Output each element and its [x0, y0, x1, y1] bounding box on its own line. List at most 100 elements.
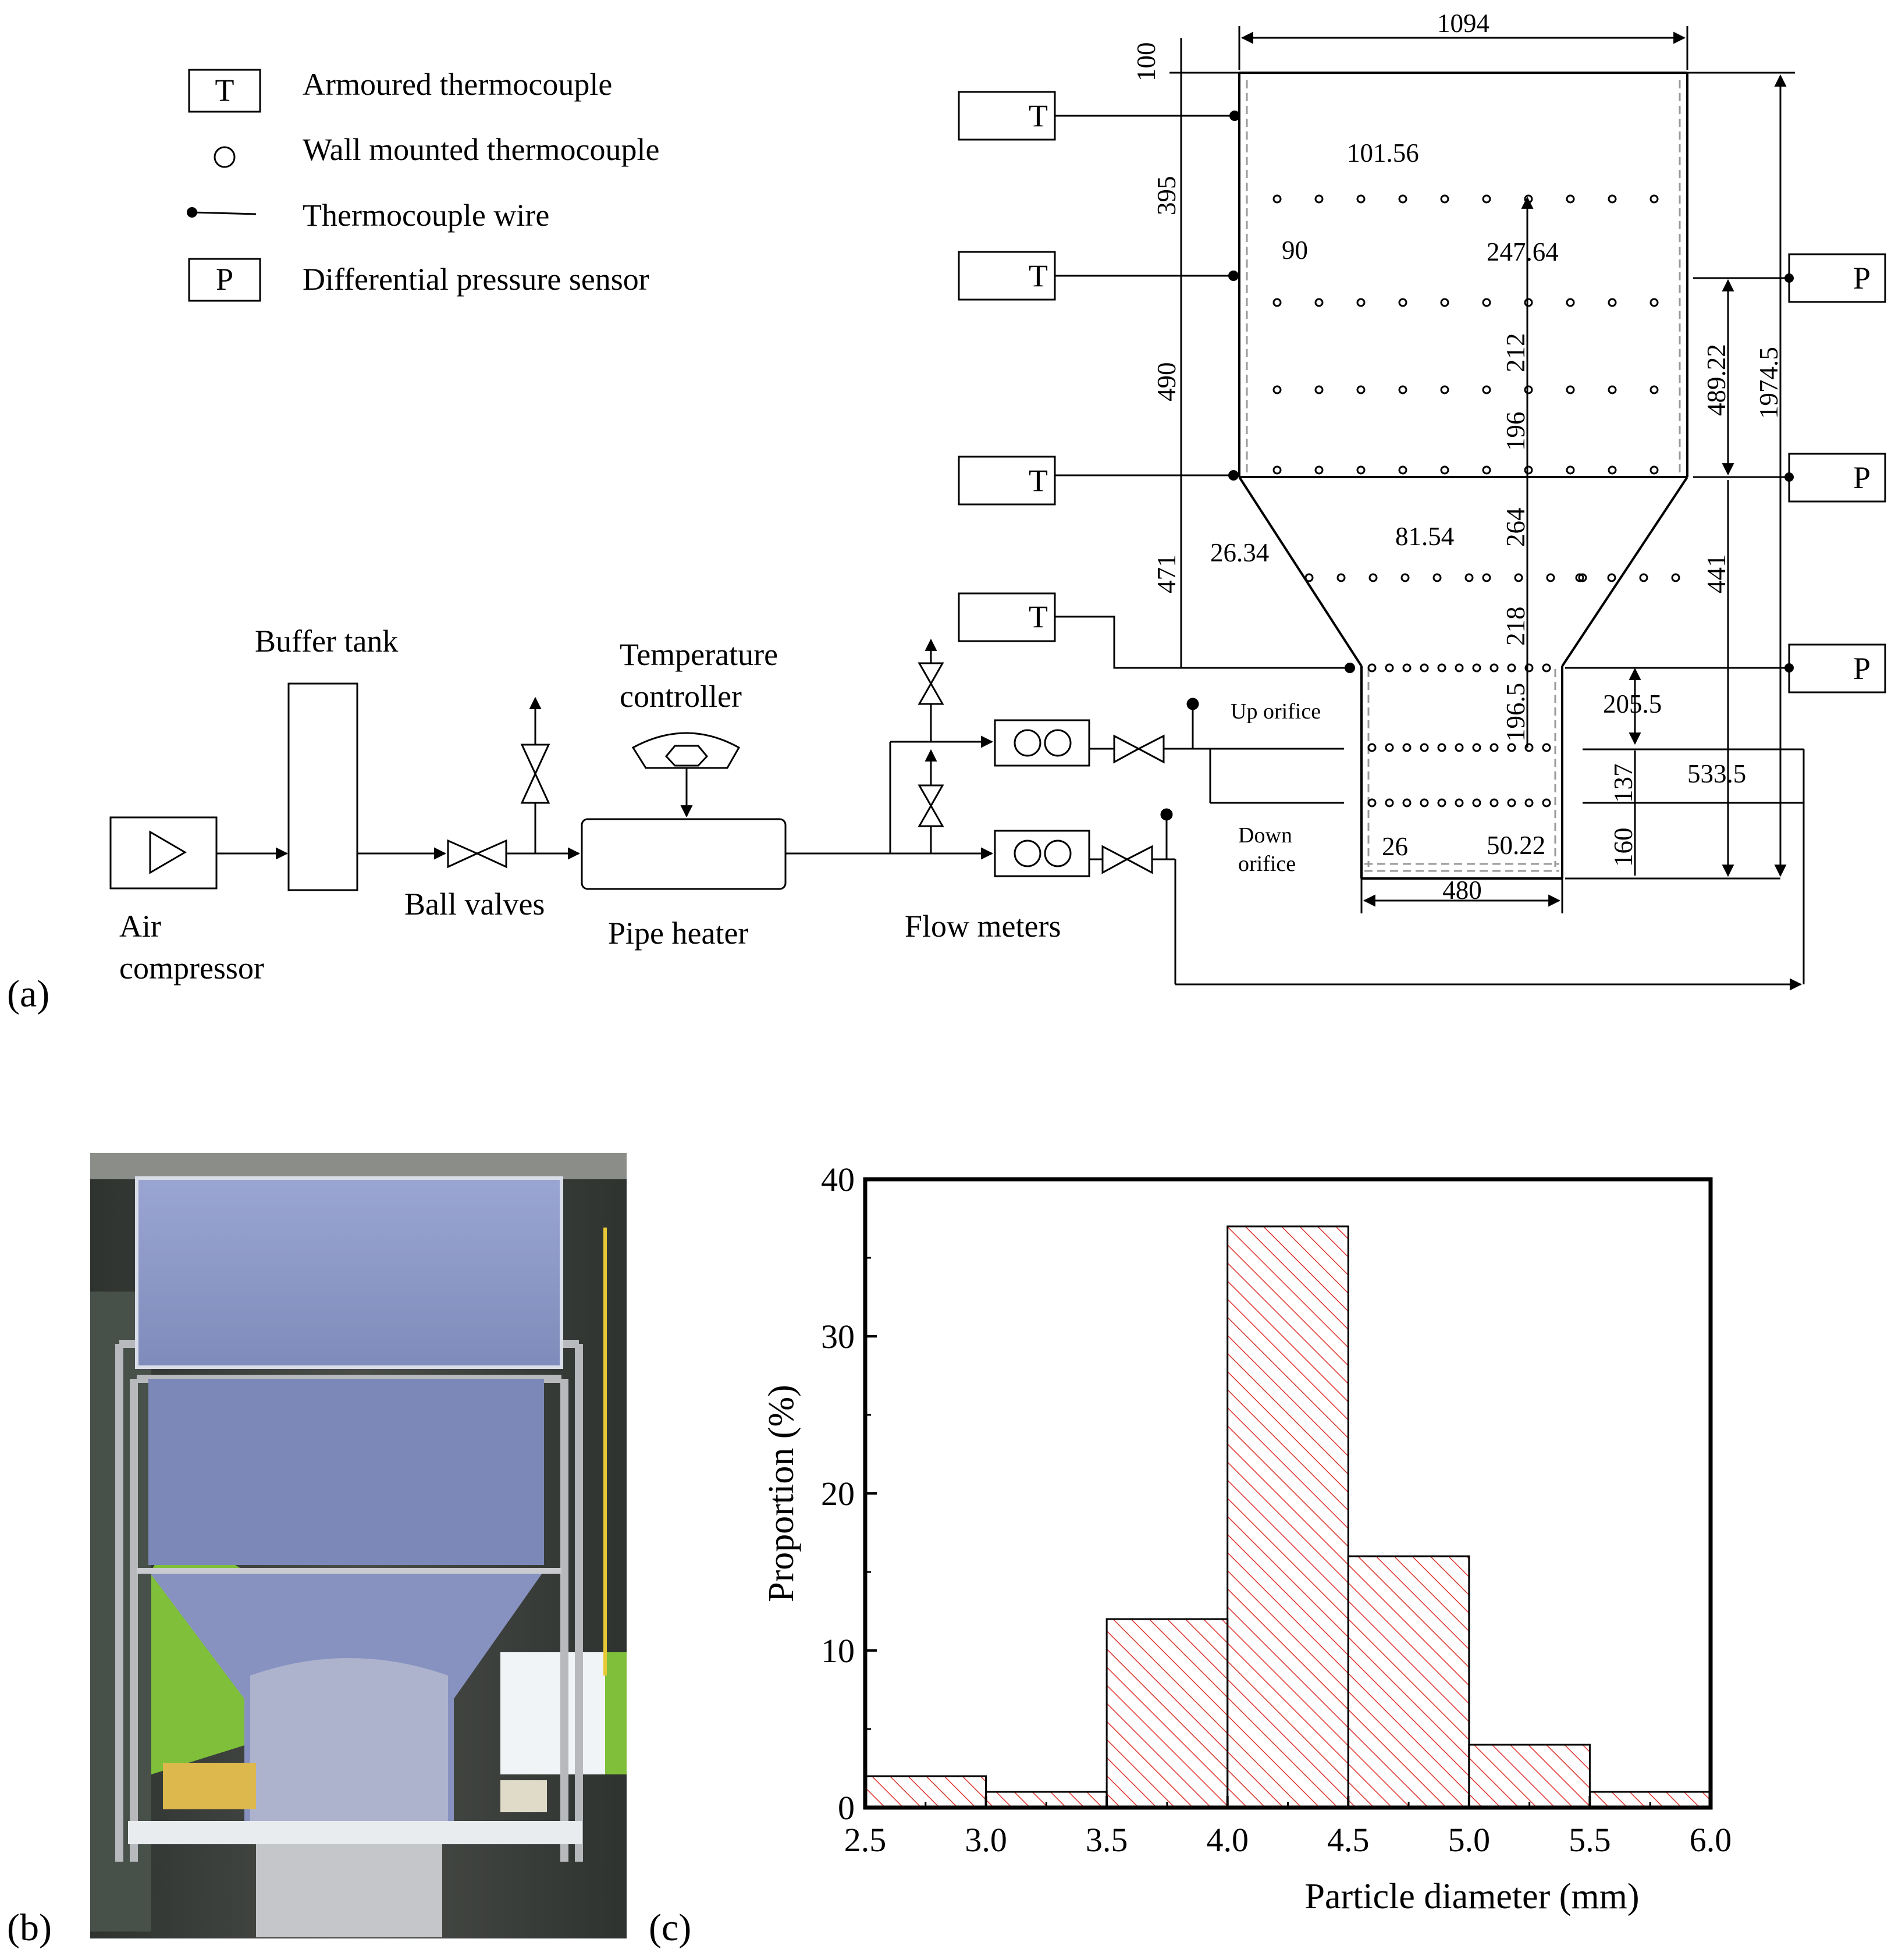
dim-218: 218: [1501, 607, 1530, 646]
dim-395: 395: [1152, 176, 1181, 216]
buffer-tank: Buffer tank: [255, 624, 398, 891]
temperature-controller-label-1: Temperature: [620, 637, 778, 672]
dim-1094: 1094: [1437, 9, 1489, 38]
wall-thermocouple-circle: [1472, 663, 1481, 673]
legend-T-symbol: T: [215, 73, 234, 108]
wall-thermocouple-circle: [1578, 573, 1587, 582]
histogram-bars: [864, 1225, 1712, 1809]
legend-label-armoured-thermocouple: Armoured thermocouple: [303, 67, 612, 102]
y-tick-label: 30: [821, 1318, 855, 1356]
dim-1974-5: 1974.5: [1754, 347, 1783, 419]
wall-thermocouple-circle: [1398, 465, 1407, 475]
wall-thermocouple-circle: [1437, 743, 1446, 752]
x-tick-label: 4.0: [1206, 1821, 1249, 1859]
wall-thermocouple-circle: [1524, 385, 1533, 394]
legend-armoured-thermocouple-icon: [188, 69, 261, 113]
temperature-controller: Temperature controller: [620, 637, 778, 818]
dim-471: 471: [1152, 554, 1181, 594]
dim-50-22: 50.22: [1487, 831, 1545, 860]
wall-thermocouple-circle: [1464, 573, 1474, 582]
dim-26: 26: [1382, 832, 1408, 861]
sensor-T-2: T: [958, 251, 1239, 301]
wall-thermocouple-circle: [1402, 743, 1412, 752]
wall-thermocouple-circle: [1400, 573, 1410, 582]
legend-label-wall-mounted-thermocouple: Wall mounted thermocouple: [303, 132, 660, 167]
wall-thermocouple-circle: [1524, 663, 1534, 673]
histogram-bar-3: [1226, 1225, 1349, 1809]
flow-meters-label: Flow meters: [905, 909, 1061, 944]
bed-inner-dashed: [1246, 80, 1681, 872]
wall-thermocouple-circle: [1440, 298, 1449, 307]
legend-wall-thermocouple-icon: [214, 146, 236, 168]
wall-thermocouple-circle: [1356, 298, 1366, 307]
wall-thermocouple-circle: [1472, 743, 1481, 752]
compressor-label-1: Air: [119, 909, 161, 944]
wall-thermocouple-circle: [1455, 663, 1464, 673]
ball-valve-vent: [520, 696, 550, 853]
wall-thermocouple-circle: [1482, 573, 1491, 582]
wall-thermocouple-circle: [1566, 385, 1575, 394]
wall-thermocouple-circle: [1314, 298, 1324, 307]
wall-thermocouple-circle: [1524, 194, 1533, 204]
wall-thermocouple-circle: [1639, 573, 1648, 582]
dim-480: 480: [1442, 876, 1482, 905]
panel-a-schematic: T Armoured thermocouple Wall mounted the…: [7, 9, 1886, 1015]
wall-thermocouple-circle: [1398, 194, 1407, 204]
wall-thermocouple-circle: [1482, 298, 1491, 307]
histogram-bar-2: [1105, 1618, 1229, 1809]
wall-thermocouple-circle: [1437, 663, 1446, 673]
dim-247-64: 247.64: [1487, 237, 1559, 266]
dim-160: 160: [1609, 828, 1638, 867]
wall-thermocouple-circle: [1649, 194, 1659, 204]
pipe-heater-label: Pipe heater: [608, 916, 748, 951]
wall-thermocouple-circle: [1566, 298, 1575, 307]
down-orifice-label-2: orifice: [1238, 852, 1296, 876]
wall-thermocouple-circle: [1608, 298, 1617, 307]
fluidized-bed-outline: [1238, 72, 1688, 880]
buffer-tank-label: Buffer tank: [255, 624, 398, 659]
wall-thermocouple-circle: [1367, 663, 1377, 673]
ball-valves-label: Ball valves: [404, 887, 545, 922]
wall-thermocouple-circle: [1566, 194, 1575, 204]
wall-thermocouple-circle: [1607, 573, 1616, 582]
panel-b-photo: (b): [7, 1153, 627, 1949]
wall-thermocouple-circle: [1398, 385, 1407, 394]
wall-thermocouple-circle: [1356, 465, 1366, 475]
wall-thermocouple-circle: [1608, 385, 1617, 394]
wall-thermocouple-circle: [1272, 194, 1282, 204]
legend-pressure-sensor-icon: [188, 258, 261, 302]
down-orifice-label-1: Down: [1238, 823, 1292, 848]
wall-thermocouple-circle: [1356, 194, 1366, 204]
x-tick-label: 6.0: [1690, 1821, 1732, 1859]
x-tick-label: 5.0: [1448, 1821, 1491, 1859]
dimension-lines: [1169, 26, 1795, 913]
wall-thermocouple-circle: [1542, 743, 1551, 752]
wall-thermocouple-circle: [1455, 743, 1464, 752]
air-compressor: Air compressor: [109, 816, 264, 986]
dim-26-34: 26.34: [1210, 538, 1269, 567]
y-tick-label: 10: [821, 1632, 855, 1670]
sensor-T-4-label: T: [1029, 599, 1048, 634]
wall-thermocouple-circle: [1542, 798, 1551, 808]
wall-thermocouple-circle: [1440, 194, 1449, 204]
ball-valve-main: [447, 839, 507, 869]
sensor-P-2: P: [1693, 453, 1886, 503]
wall-thermocouple-circle: [1314, 465, 1324, 475]
regulating-valves: [1089, 698, 1805, 991]
dim-489-22: 489.22: [1702, 344, 1731, 416]
wall-thermocouple-circle: [1440, 465, 1449, 475]
wall-thermocouple-circle: [1455, 798, 1464, 808]
dim-264: 264: [1501, 508, 1530, 547]
controller-icon: [631, 732, 741, 769]
wall-thermocouple-circle: [1472, 798, 1481, 808]
wall-thermocouple-circle: [1649, 465, 1659, 475]
dim-196-5: 196.5: [1501, 683, 1530, 742]
wall-thermocouple-circle: [1314, 385, 1324, 394]
dim-100: 100: [1132, 42, 1161, 82]
wall-thermocouple-circle: [1524, 798, 1534, 808]
wall-thermocouple-circle: [1385, 663, 1394, 673]
wall-thermocouple-circle: [1482, 194, 1491, 204]
y-axis-title: Proportion (%): [762, 1385, 801, 1602]
histogram-bar-4: [1347, 1555, 1470, 1809]
